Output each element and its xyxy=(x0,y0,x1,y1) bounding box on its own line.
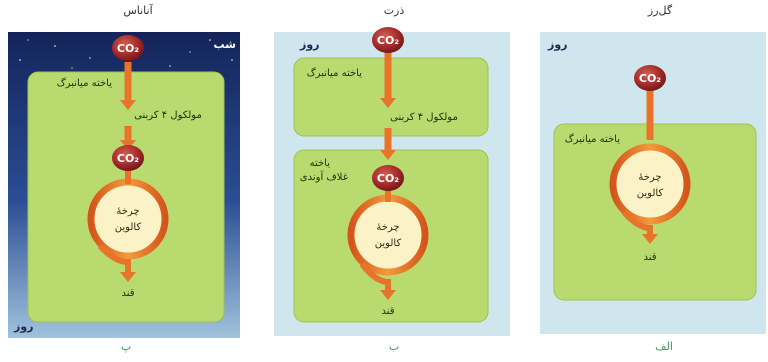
co2-label-top: CO₂ xyxy=(639,72,661,85)
panel-rose xyxy=(540,32,766,334)
cell-label: یاخته میانبرگ xyxy=(565,132,620,145)
time-label-day: روز xyxy=(547,38,568,51)
time-label-night: شب xyxy=(214,38,236,51)
sugar-label: قند xyxy=(643,252,656,263)
cycle-label-1: چرخهٔ xyxy=(376,222,399,233)
panel-title-pineapple: آناناس xyxy=(123,4,153,17)
co2-label-mid: CO₂ xyxy=(117,152,139,165)
co2-label-mid: CO₂ xyxy=(377,172,399,185)
cell-label: یاخته میانبرگ xyxy=(57,76,112,89)
panel-title-rose: گل‌رز xyxy=(647,4,673,17)
cell-label: یاخته میانبرگ xyxy=(307,66,362,79)
molecule-label: مولکول ۴ کربنی xyxy=(134,110,202,121)
panel-title-corn: ذرت xyxy=(383,4,405,17)
co2-bubble-top xyxy=(112,35,144,61)
time-label-day: روز xyxy=(299,38,320,51)
panel-corn xyxy=(274,27,510,336)
sheath-label-2: غلاف آوندی xyxy=(300,170,348,183)
cycle-label-1: چرخهٔ xyxy=(638,172,661,183)
co2-label-top: CO₂ xyxy=(117,42,139,55)
arrow-sugar-out xyxy=(97,243,131,274)
co2-bubble-top xyxy=(372,27,404,53)
molecule-label: مولکول ۴ کربنی xyxy=(390,112,458,123)
co2-label-top: CO₂ xyxy=(377,34,399,47)
arrow-sugar-out xyxy=(621,209,653,236)
time-label-day: روز xyxy=(13,320,34,333)
calvin-cycle-core xyxy=(354,201,422,269)
co2-bubble-mid xyxy=(372,165,404,191)
cycle-label-2: کالوین xyxy=(637,188,664,199)
cycle-label-1: چرخهٔ xyxy=(116,206,139,217)
sugar-label: قند xyxy=(121,288,134,299)
calvin-cycle-ring xyxy=(609,143,691,225)
sheath-label-1: یاخته xyxy=(310,158,331,169)
calvin-cycle-core xyxy=(94,185,162,253)
co2-bubble-top xyxy=(634,65,666,91)
cycle-label-2: کالوین xyxy=(115,222,142,233)
cycle-label-2: کالوین xyxy=(375,238,402,249)
panel-letter-be: ب xyxy=(388,340,400,353)
sugar-label: قند xyxy=(381,306,394,317)
calvin-cycle-core xyxy=(616,150,684,218)
panel-pineapple xyxy=(8,32,240,338)
panel-letter-pe: پ xyxy=(120,340,132,353)
co2-bubble-mid xyxy=(112,145,144,171)
panel-letter-alef: الف xyxy=(655,340,673,353)
arrow-sugar-out xyxy=(359,262,391,292)
